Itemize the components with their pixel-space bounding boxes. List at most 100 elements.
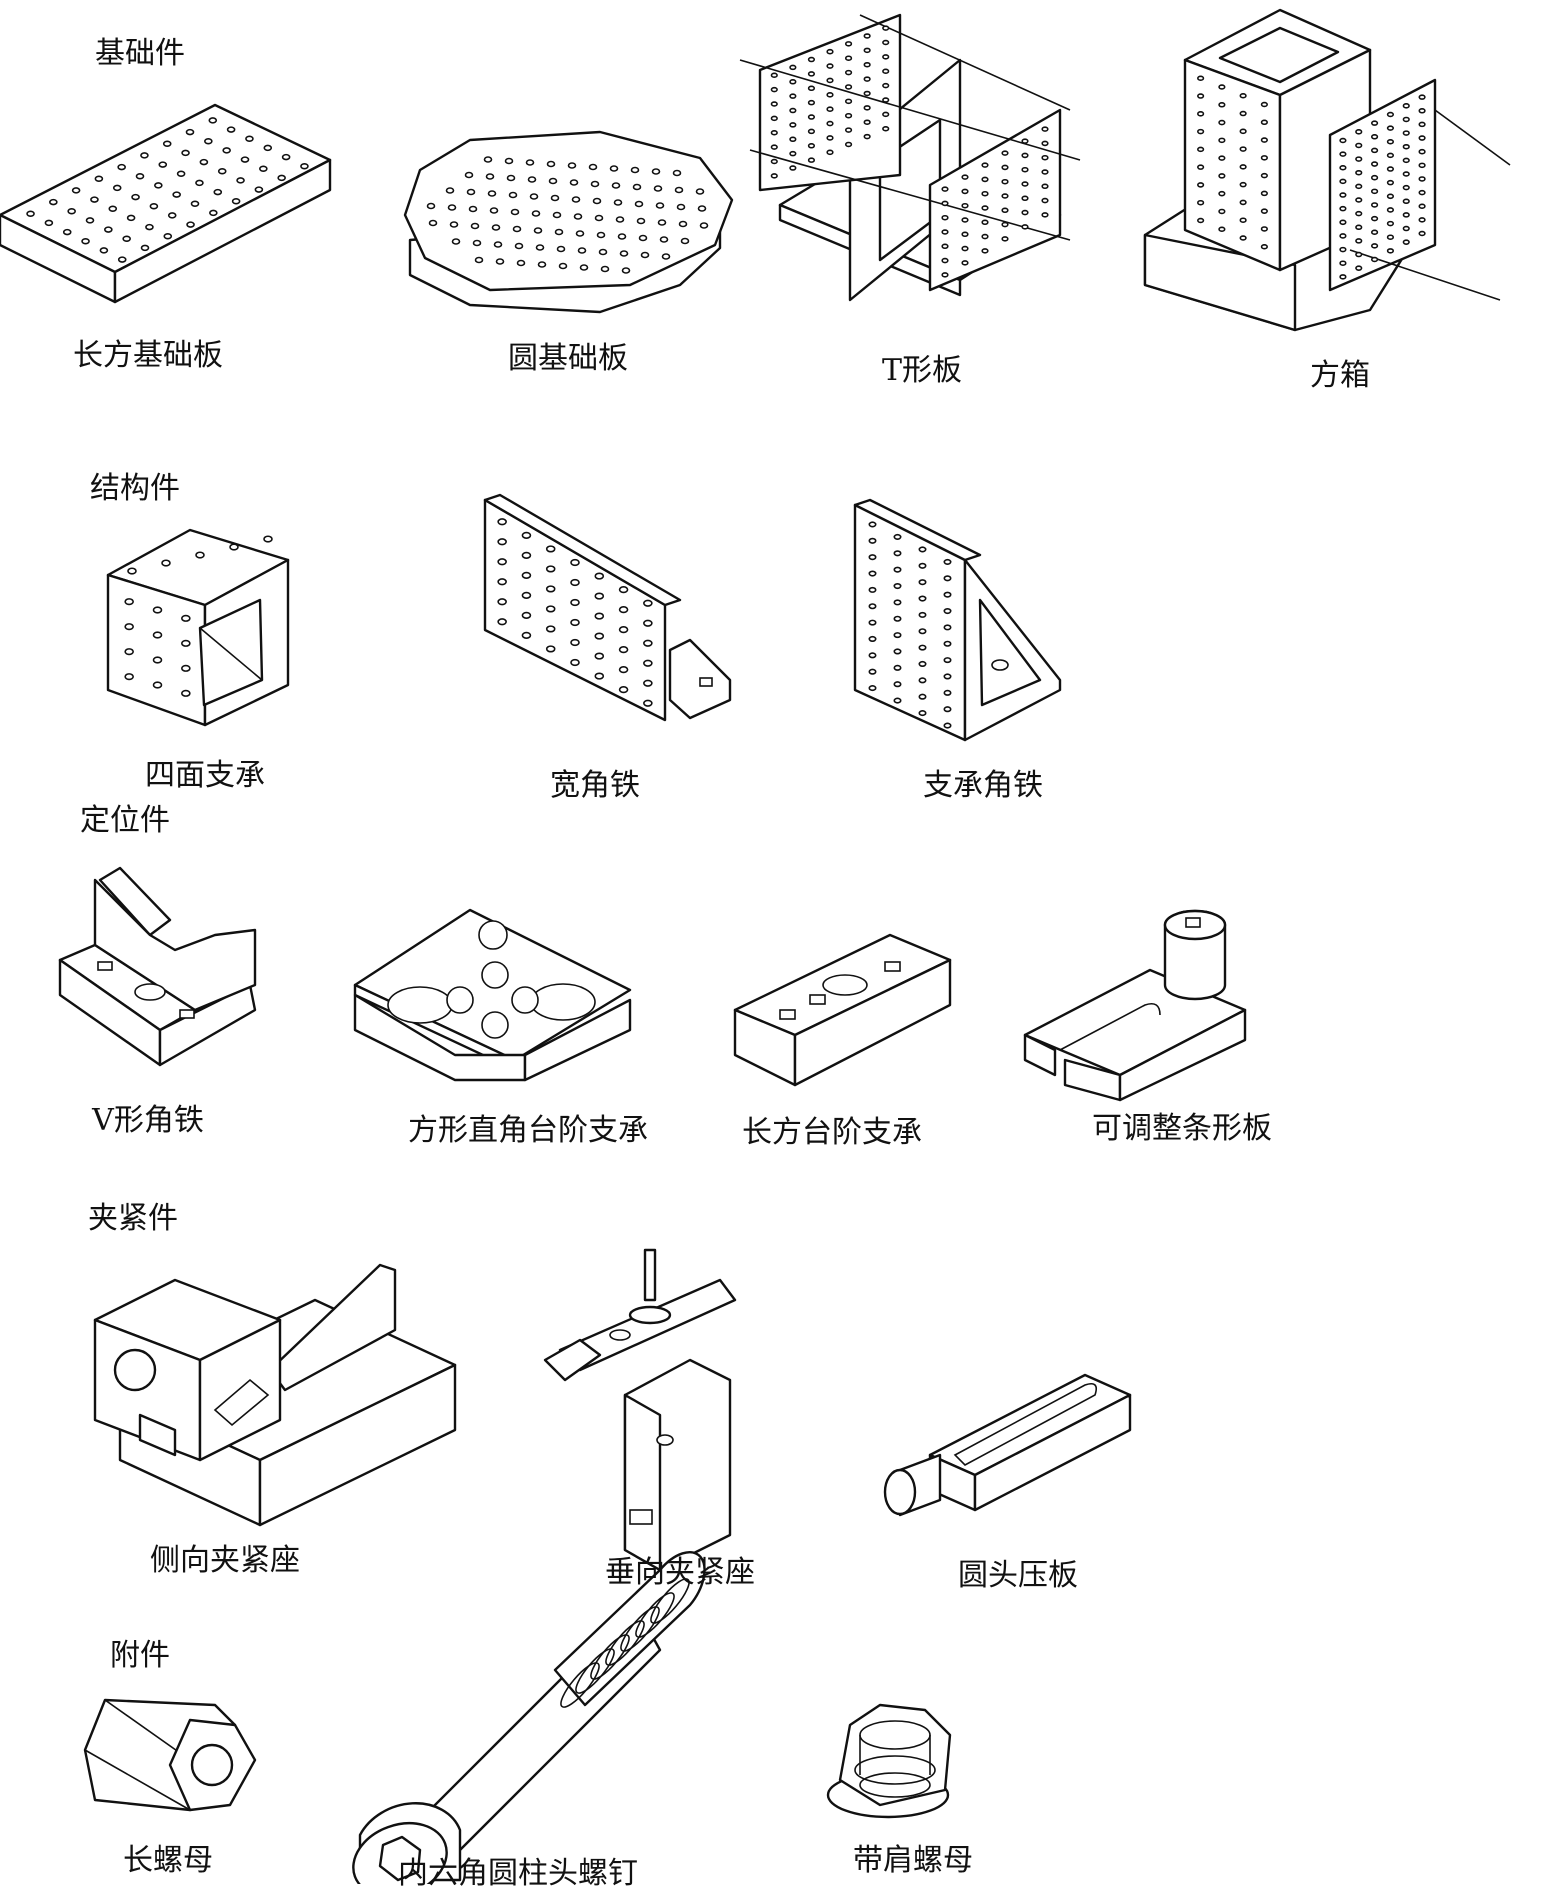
hole [1418,230,1426,237]
long-nut-illustration [83,1698,257,1812]
hole [521,571,532,579]
hole [1001,178,1009,185]
hole [634,200,644,208]
hole [254,186,264,193]
hole [615,216,625,223]
hole [94,175,104,183]
hole [1339,233,1347,239]
hole [1370,256,1379,263]
hole [1418,162,1426,169]
hole [573,213,583,220]
hole [245,135,254,143]
hole [1218,173,1226,179]
hole [508,191,518,199]
hole [1370,188,1379,195]
hole [807,71,816,77]
hole [208,117,218,124]
hole [619,250,629,257]
hole [1260,137,1268,143]
label-four-face-support: 四面支承 [145,758,265,793]
hole [893,697,902,704]
hole [1386,125,1395,131]
label-support-angle-iron: 支承角铁 [923,768,1043,803]
hole [1239,164,1247,170]
hole [281,153,291,161]
hole [643,679,653,687]
hole [844,69,853,76]
hole [618,626,629,634]
section-title-locate: 定位件 [80,803,170,838]
hole [1260,208,1268,214]
support-angle-iron-illustration [853,498,1062,742]
hole [1218,208,1226,215]
hole [161,559,171,567]
hole [535,244,545,251]
hole [643,639,653,647]
hole [570,598,580,607]
label-side-clamp-seat: 侧向夹紧座 [150,1543,300,1578]
hole [657,219,667,226]
hole [1418,203,1426,210]
hole [943,673,952,680]
hole [770,101,778,107]
wide-angle-iron-illustration [483,493,732,722]
hole [464,171,474,179]
hole [893,582,902,590]
hole [1355,142,1363,149]
hole [697,205,707,212]
hole [1418,148,1426,155]
hole [789,136,797,143]
hole [882,111,890,118]
hole [428,219,438,227]
hole [807,114,816,120]
hole [1386,234,1395,240]
label-hex-socket-cap-screw: 内六角圆柱头螺钉 [398,1856,638,1891]
hole [863,61,871,68]
section-title-accessory: 附件 [110,1638,170,1673]
section-title-clamp: 夹紧件 [88,1201,178,1236]
hole [186,221,195,228]
hole [1418,135,1426,141]
hole [213,188,223,196]
hole [655,202,665,209]
hole [172,191,181,198]
hole [868,619,877,626]
hole [868,521,877,528]
hole [789,107,797,114]
hole [863,105,871,111]
hole [643,619,653,627]
hole [199,158,209,166]
hole [1239,217,1247,223]
hole [447,204,457,211]
hole [1386,248,1395,254]
hole [789,150,797,157]
hole [516,259,526,267]
hole [661,253,671,260]
hole [674,186,684,194]
hole [545,585,556,593]
hole [826,135,834,141]
hole [190,200,200,208]
hole [1218,137,1226,144]
hole [699,222,709,229]
hole [67,208,76,215]
hole [493,241,503,248]
hole [1197,75,1205,82]
hole [1355,238,1363,244]
hole [594,572,605,580]
hole [594,672,605,680]
label-square-box: 方箱 [1310,358,1370,393]
hole [943,689,952,696]
hole [1386,152,1395,159]
hole [981,190,989,197]
hole [882,97,890,103]
hole [807,99,816,106]
hole [124,648,134,656]
hole [961,202,969,209]
hole [163,233,173,240]
hole [868,570,877,577]
hole [181,614,191,622]
hole [826,92,834,98]
hole [569,179,579,186]
hole [653,185,663,192]
